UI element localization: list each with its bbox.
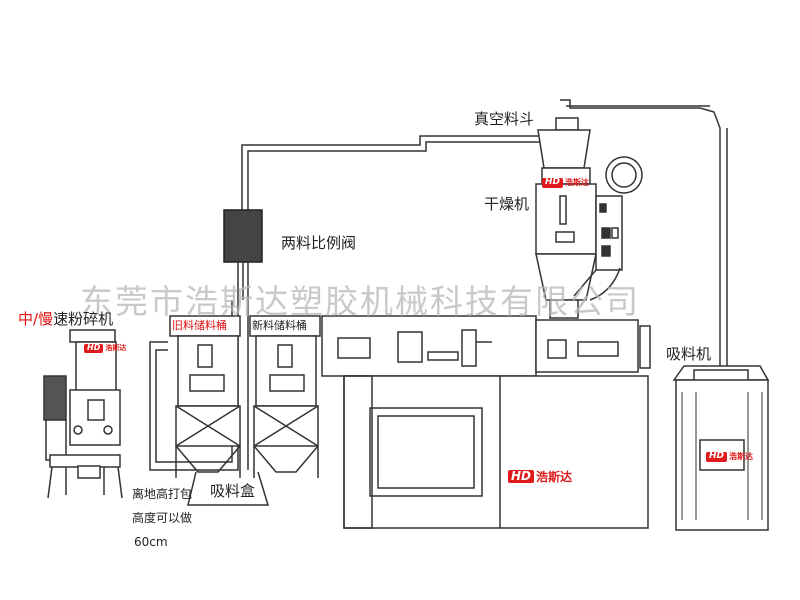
note-line-3: 60cm — [134, 536, 168, 548]
hopper-loader — [674, 366, 768, 530]
injection-machine — [322, 316, 650, 528]
logo-name: 浩斯达 — [729, 453, 753, 461]
logo-name: 浩斯达 — [565, 179, 589, 187]
dryer-label: 干燥机 — [484, 197, 529, 212]
logo-mark: HD — [542, 178, 563, 188]
crusher-label: 中/慢速粉碎机 — [18, 312, 113, 327]
logo-machine: HD 浩斯达 — [508, 470, 572, 483]
logo-name: 浩斯达 — [536, 471, 572, 483]
logo-crusher: HD 浩斯达 — [84, 344, 126, 353]
ratio-valve-label: 两料比例阀 — [281, 236, 356, 251]
logo-name: 浩斯达 — [105, 345, 126, 352]
storage-bins — [170, 316, 320, 505]
logo-mark: HD — [706, 452, 727, 462]
crusher-label-speed: 中/慢 — [18, 310, 53, 328]
new-bin-label: 新料储料桶 — [252, 320, 307, 331]
loader-label: 吸料机 — [666, 347, 711, 362]
crusher — [44, 330, 122, 498]
old-bin-label-text: 旧料储料桶 — [172, 319, 227, 332]
note-line-1: 离地高打包 — [132, 488, 192, 500]
logo-loader: HD 浩斯达 — [706, 452, 753, 462]
logo-mark: HD — [84, 344, 103, 353]
crusher-label-name: 速粉碎机 — [53, 310, 113, 328]
logo-mark: HD — [508, 470, 534, 483]
old-bin-label: 旧料储料桶 — [172, 320, 227, 331]
vacuum-hopper-label: 真空料斗 — [474, 112, 534, 127]
company-watermark: 东莞市浩斯达塑胶机械科技有限公司 — [80, 285, 640, 318]
note-line-2: 高度可以做 — [132, 512, 192, 524]
logo-dryer: HD 浩斯达 — [542, 178, 589, 188]
suction-box-label: 吸料盒 — [210, 484, 255, 499]
